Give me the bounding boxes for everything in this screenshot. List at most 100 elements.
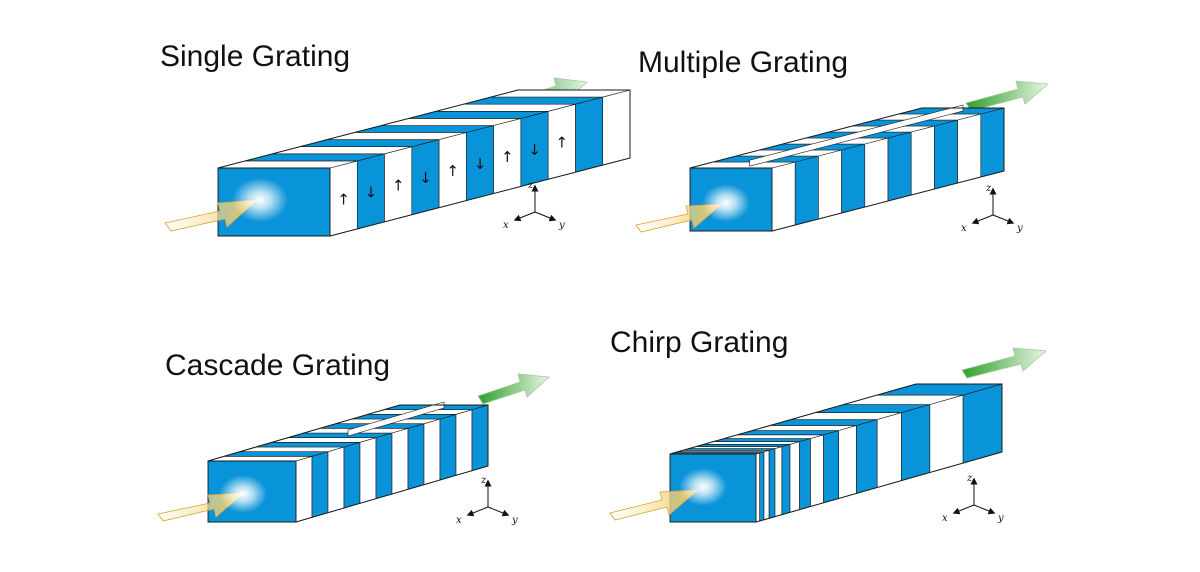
polarization-arrow: ↓ xyxy=(528,141,541,159)
polarization-arrow: ↓ xyxy=(474,155,487,173)
z-axis-label: z xyxy=(966,473,973,484)
z-axis-label: z xyxy=(527,180,534,191)
side-stripe xyxy=(929,394,964,473)
side-stripe xyxy=(841,143,866,214)
x-axis xyxy=(952,504,975,515)
side-stripe xyxy=(980,107,1005,178)
side-stripe xyxy=(794,155,819,226)
y-axis xyxy=(487,506,510,517)
side-stripe xyxy=(375,432,393,500)
polarization-arrow: ↑ xyxy=(501,148,514,166)
light-spot xyxy=(232,178,288,222)
y-axis-label: y xyxy=(1016,223,1023,234)
axis-triad: z x y xyxy=(456,475,518,526)
light-spot xyxy=(219,475,267,513)
side-stripe xyxy=(799,438,811,510)
polarization-arrow: ↑ xyxy=(446,162,459,180)
top-stripe xyxy=(713,438,811,442)
side-stripe xyxy=(856,419,878,494)
polarization-arrow: ↓ xyxy=(419,169,432,187)
channel-divider xyxy=(347,401,445,437)
x-axis-label: x xyxy=(961,223,967,234)
output-beam-arrow xyxy=(965,80,1049,112)
box-outline xyxy=(689,107,1005,232)
polarization-arrows: ↑ ↓ ↑ ↓ ↑ ↓ ↑ ↓ ↑ xyxy=(337,134,568,209)
y-axis xyxy=(973,504,996,515)
side-stripe xyxy=(311,451,329,518)
side-stripe xyxy=(771,161,796,232)
light-spot xyxy=(702,184,750,222)
side-stripe xyxy=(343,441,361,509)
side-stripe xyxy=(962,383,1003,464)
panel-chirp-grating: Chirp Grating z x y xyxy=(609,326,1047,524)
top-stripe xyxy=(239,446,345,453)
side-stripe xyxy=(755,452,761,523)
box-outline xyxy=(207,404,489,523)
waveguide-box xyxy=(669,383,1003,523)
panel-multiple-grating: Multiple Grating z x y xyxy=(635,46,1049,234)
x-axis xyxy=(513,211,536,222)
box-outline xyxy=(217,89,631,237)
input-beam-arrow xyxy=(635,203,724,233)
axis-triad: z x y xyxy=(961,183,1023,234)
top-stripe xyxy=(695,443,791,447)
x-axis-label: x xyxy=(503,220,509,231)
side-stripe xyxy=(759,451,765,522)
side-stripe xyxy=(391,427,409,495)
polarization-arrow: ↑ xyxy=(337,191,350,209)
side-stripe xyxy=(910,125,935,196)
output-beam-arrow xyxy=(961,347,1047,379)
panel-title: Chirp Grating xyxy=(610,326,788,359)
side-stripe xyxy=(774,446,783,517)
input-beam-arrow xyxy=(609,489,700,521)
panel-title: Multiple Grating xyxy=(638,46,848,79)
polarization-arrow: ↑ xyxy=(556,134,569,152)
z-axis-label: z xyxy=(480,475,487,486)
top-stripe xyxy=(724,434,824,439)
x-axis-label: x xyxy=(456,515,462,526)
side-stripe xyxy=(423,418,441,486)
side-stripe xyxy=(876,412,902,488)
side-stripe xyxy=(575,96,604,173)
x-axis-label: x xyxy=(942,513,948,524)
y-axis xyxy=(992,214,1015,225)
side-stripe xyxy=(781,443,791,515)
side-stripe xyxy=(823,430,840,504)
side-stripe xyxy=(455,409,473,476)
z-axis-label: z xyxy=(985,183,992,194)
top-stripe xyxy=(223,451,329,457)
channel-divider xyxy=(749,104,964,167)
polarization-arrow: ↓ xyxy=(365,183,378,201)
y-axis-label: y xyxy=(511,515,518,526)
side-stripe xyxy=(818,149,842,220)
x-axis xyxy=(971,214,994,225)
top-stripe xyxy=(207,455,313,462)
top-stripe xyxy=(737,430,839,436)
y-axis-label: y xyxy=(558,220,565,231)
x-axis xyxy=(466,506,489,517)
side-stripe xyxy=(359,437,377,504)
light-spot xyxy=(679,468,727,506)
side-stripe xyxy=(934,119,958,190)
axis-triad: z x y xyxy=(942,473,1004,524)
side-stripe xyxy=(957,113,982,184)
panel-title: Single Grating xyxy=(160,40,350,73)
side-stripe xyxy=(838,425,857,499)
side-stripe xyxy=(602,89,631,166)
box-outline xyxy=(669,383,1003,523)
y-axis-label: y xyxy=(997,513,1004,524)
side-stripe xyxy=(471,404,489,472)
side-stripe xyxy=(901,404,931,481)
side-stripe xyxy=(810,434,824,507)
top-stripe xyxy=(287,432,393,439)
side-stripe xyxy=(768,448,776,519)
output-beam-arrow xyxy=(477,373,550,405)
side-stripe xyxy=(763,449,770,521)
polarization-arrow: ↑ xyxy=(392,176,405,194)
top-stripe xyxy=(703,441,800,445)
side-stripe xyxy=(407,423,425,490)
side-stripe xyxy=(789,441,800,513)
side-stripe xyxy=(439,413,457,481)
